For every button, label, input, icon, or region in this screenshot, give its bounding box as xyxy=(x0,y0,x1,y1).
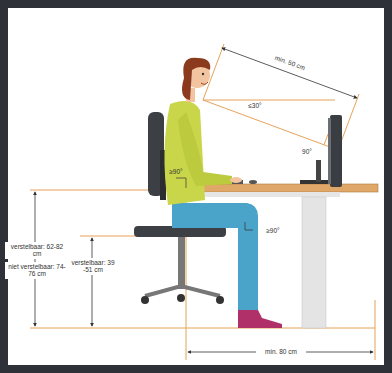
angle-label: ≥90° xyxy=(167,168,185,175)
angle-label: ≤30° xyxy=(244,102,266,109)
dimension-label: min. 80 cm xyxy=(256,347,306,356)
dimension-label: verstelbaar: 62-82 cm xyxy=(5,242,69,259)
angle-label: 90° xyxy=(298,148,316,155)
dimension-label: niet verstelbaar: 74-76 cm xyxy=(5,262,69,279)
dimension-label: verstelbaar: 39 -51 cm xyxy=(68,258,118,275)
angle-label: ≥90° xyxy=(262,226,284,235)
